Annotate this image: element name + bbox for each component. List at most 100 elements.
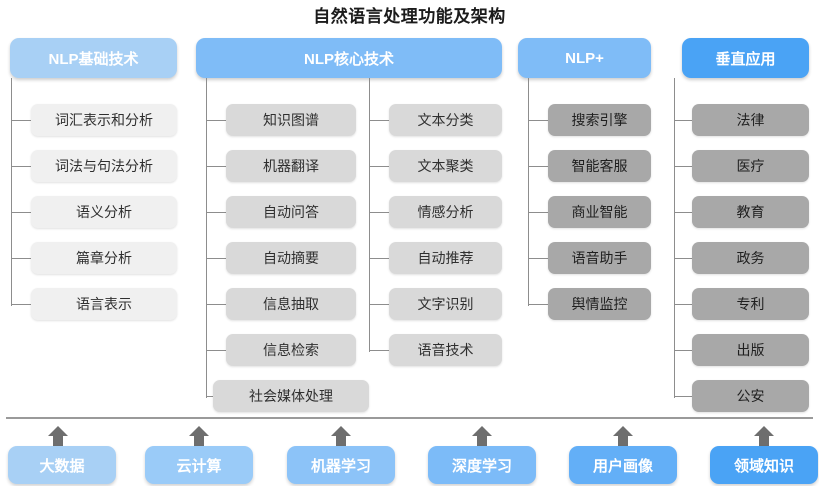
up-arrow-icon [188, 425, 210, 447]
node-nlp-core-left-0[interactable]: 知识图谱 [226, 104, 356, 136]
node-nlp-core-right-2[interactable]: 情感分析 [389, 196, 502, 228]
node-nlp-core-right-3[interactable]: 自动推荐 [389, 242, 502, 274]
connector-stub [11, 304, 31, 305]
connector-stub [206, 304, 226, 305]
node-vertical-app-5[interactable]: 出版 [692, 334, 809, 366]
node-label: 情感分析 [417, 204, 474, 220]
column-header-nlp-core[interactable]: NLP核心技术 [196, 38, 502, 78]
node-label: 文本聚类 [417, 158, 474, 174]
node-label: 公安 [736, 388, 765, 404]
node-nlp-plus-4[interactable]: 舆情监控 [548, 288, 651, 320]
node-label: 语义分析 [76, 204, 132, 220]
node-label: 文字识别 [417, 296, 474, 312]
connector-stub [369, 304, 389, 305]
node-nlp-core-right-0[interactable]: 文本分类 [389, 104, 502, 136]
node-nlp-core-right-4[interactable]: 文字识别 [389, 288, 502, 320]
connector-stub [206, 350, 226, 351]
node-label: 教育 [736, 204, 765, 220]
node-label: 社会媒体处理 [249, 388, 333, 404]
node-label: 文本分类 [417, 112, 474, 128]
foundation-item-machine-learning[interactable]: 机器学习 [287, 446, 395, 484]
node-nlp-core-right-5[interactable]: 语音技术 [389, 334, 502, 366]
connector-stub [206, 166, 226, 167]
foundation-label: 云计算 [176, 457, 222, 475]
node-label: 舆情监控 [571, 296, 628, 312]
connector-stub [206, 212, 226, 213]
foundation-label: 大数据 [39, 457, 85, 475]
node-vertical-app-3[interactable]: 政务 [692, 242, 809, 274]
node-vertical-app-0[interactable]: 法律 [692, 104, 809, 136]
node-nlp-basic-0[interactable]: 词汇表示和分析 [31, 104, 177, 136]
foundation-label: 用户画像 [592, 457, 653, 475]
connector-stub [11, 258, 31, 259]
node-vertical-app-4[interactable]: 专利 [692, 288, 809, 320]
node-nlp-core-left-4[interactable]: 信息抽取 [226, 288, 356, 320]
up-arrow-icon [471, 425, 493, 447]
foundation-item-cloud-computing[interactable]: 云计算 [145, 446, 253, 484]
node-nlp-plus-0[interactable]: 搜索引擎 [548, 104, 651, 136]
connector-stub [369, 350, 389, 351]
connector-trunk-nlp-basic [11, 78, 12, 306]
node-vertical-app-6[interactable]: 公安 [692, 380, 809, 412]
node-label: 词汇表示和分析 [55, 112, 153, 128]
connector-stub [11, 166, 31, 167]
connector-stub [206, 120, 226, 121]
column-header-label: NLP+ [565, 49, 604, 67]
node-nlp-core-right-1[interactable]: 文本聚类 [389, 150, 502, 182]
connector-stub [528, 212, 548, 213]
node-label: 语音助手 [571, 250, 628, 266]
node-nlp-core-left-5[interactable]: 信息检索 [226, 334, 356, 366]
foundation-item-deep-learning[interactable]: 深度学习 [428, 446, 536, 484]
node-label: 自动摘要 [263, 250, 319, 266]
node-nlp-core-left-6[interactable]: 社会媒体处理 [213, 380, 369, 412]
connector-trunk-nlp-core-right [369, 78, 370, 352]
connector-stub [11, 120, 31, 121]
node-label: 篇章分析 [76, 250, 132, 266]
node-nlp-plus-2[interactable]: 商业智能 [548, 196, 651, 228]
node-nlp-core-left-1[interactable]: 机器翻译 [226, 150, 356, 182]
node-nlp-core-left-3[interactable]: 自动摘要 [226, 242, 356, 274]
node-vertical-app-2[interactable]: 教育 [692, 196, 809, 228]
connector-stub [369, 166, 389, 167]
foundation-item-big-data[interactable]: 大数据 [8, 446, 116, 484]
page-title: 自然语言处理功能及架构 [313, 7, 506, 26]
connector-stub [528, 258, 548, 259]
node-nlp-plus-3[interactable]: 语音助手 [548, 242, 651, 274]
column-header-label: NLP基础技术 [48, 50, 139, 68]
up-arrow-icon [47, 425, 69, 447]
connector-stub [369, 258, 389, 259]
node-nlp-basic-1[interactable]: 词法与句法分析 [31, 150, 177, 182]
node-nlp-plus-1[interactable]: 智能客服 [548, 150, 651, 182]
column-header-nlp-plus[interactable]: NLP+ [518, 38, 651, 78]
connector-stub [528, 304, 548, 305]
column-header-nlp-basic[interactable]: NLP基础技术 [10, 38, 177, 78]
node-label: 专利 [736, 296, 765, 312]
connector-trunk-nlp-plus [528, 78, 529, 306]
node-label: 自动推荐 [417, 250, 474, 266]
node-label: 自动问答 [263, 204, 319, 220]
column-header-label: 垂直应用 [715, 50, 776, 68]
connector-stub [369, 120, 389, 121]
foundation-item-domain-knowledge[interactable]: 领域知识 [710, 446, 818, 484]
foundation-item-user-profile[interactable]: 用户画像 [569, 446, 677, 484]
connector-stub [11, 212, 31, 213]
foundation-label: 机器学习 [310, 457, 371, 475]
connector-stub [206, 258, 226, 259]
connector-trunk-vertical-app [674, 78, 675, 398]
node-nlp-core-left-2[interactable]: 自动问答 [226, 196, 356, 228]
node-vertical-app-1[interactable]: 医疗 [692, 150, 809, 182]
connector-stub [674, 120, 692, 121]
node-label: 语音技术 [417, 342, 474, 358]
connector-stub [674, 304, 692, 305]
column-header-vertical-app[interactable]: 垂直应用 [682, 38, 809, 78]
node-label: 出版 [736, 342, 765, 358]
foundation-label: 深度学习 [451, 457, 512, 475]
node-nlp-basic-4[interactable]: 语言表示 [31, 288, 177, 320]
node-nlp-basic-3[interactable]: 篇章分析 [31, 242, 177, 274]
node-label: 信息抽取 [263, 296, 319, 312]
connector-stub [674, 258, 692, 259]
node-label: 机器翻译 [263, 158, 319, 174]
node-nlp-basic-2[interactable]: 语义分析 [31, 196, 177, 228]
connector-stub [369, 212, 389, 213]
connector-stub [674, 212, 692, 213]
